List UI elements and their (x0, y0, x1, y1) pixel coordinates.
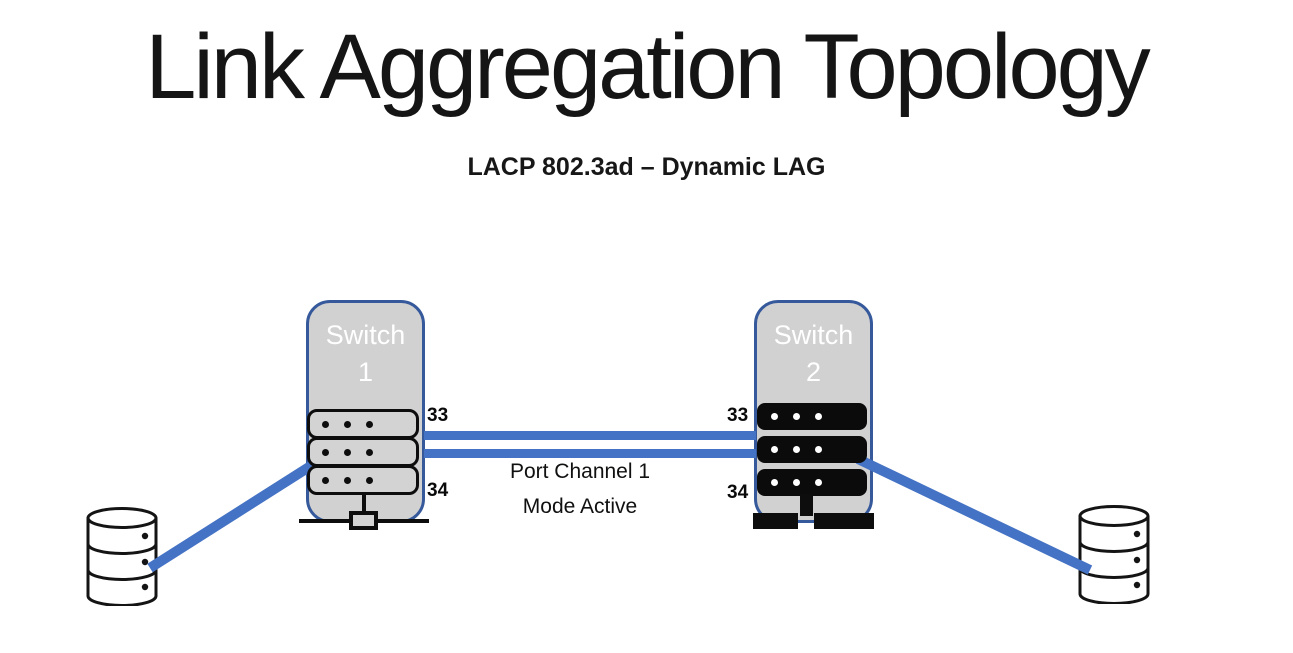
led-dot (815, 413, 822, 420)
led-dot (771, 446, 778, 453)
switch-1-port-top-label: 33 (427, 405, 449, 426)
led-dot (322, 476, 329, 484)
switch-2-stand-stem (800, 494, 813, 516)
switch-1-label: Switch (325, 320, 406, 350)
led-dot (771, 479, 778, 486)
led-dot (793, 479, 800, 486)
led-dot (793, 413, 800, 420)
diagram-title: Link Aggregation Topology (145, 16, 1151, 118)
led-dot (366, 448, 373, 456)
switch-2-slot-2 (757, 436, 867, 463)
led-dot (793, 446, 800, 453)
switch-2-port-top-label: 33 (727, 405, 749, 426)
switch-1-stand-stem (362, 492, 366, 514)
switch-1-slot-1 (307, 409, 419, 439)
led-dot (344, 448, 351, 456)
port-channel-label: Port Channel 1 (509, 460, 651, 483)
switch-2-slot-3 (757, 469, 867, 496)
switch-2-stand-base-right (814, 513, 874, 529)
switch-2-slot-1 (757, 403, 867, 430)
led-dot (366, 420, 373, 428)
switch-1-slot-3 (307, 465, 419, 495)
port-channel-mode-label: Mode Active (522, 495, 638, 518)
uplink-right-line (855, 454, 1093, 575)
database-cylinder-icon-right (1078, 505, 1150, 604)
led-dot (366, 476, 373, 484)
switch-1-stand-connector (349, 511, 378, 530)
led-dot (815, 446, 822, 453)
led-dot (344, 476, 351, 484)
uplink-left-line (147, 450, 331, 573)
switch-1-slot-2 (307, 437, 419, 467)
diagram-subtitle: LACP 802.3ad – Dynamic LAG (467, 153, 826, 181)
led-dot (322, 448, 329, 456)
switch-1-port-bottom-label: 34 (427, 480, 449, 501)
led-dot (815, 479, 822, 486)
switch-2-label: Switch (773, 320, 854, 350)
led-dot (322, 420, 329, 428)
switch-2-number: 2 (805, 357, 822, 387)
database-cylinder-icon-left (86, 507, 158, 606)
switch-2-port-bottom-label: 34 (727, 482, 749, 503)
switch-2-stand-base-left (753, 513, 798, 529)
led-dot (344, 420, 351, 428)
led-dot (771, 413, 778, 420)
lag-link-port-33 (424, 431, 756, 440)
lag-link-port-34 (424, 449, 756, 458)
switch-1-number: 1 (357, 357, 374, 387)
